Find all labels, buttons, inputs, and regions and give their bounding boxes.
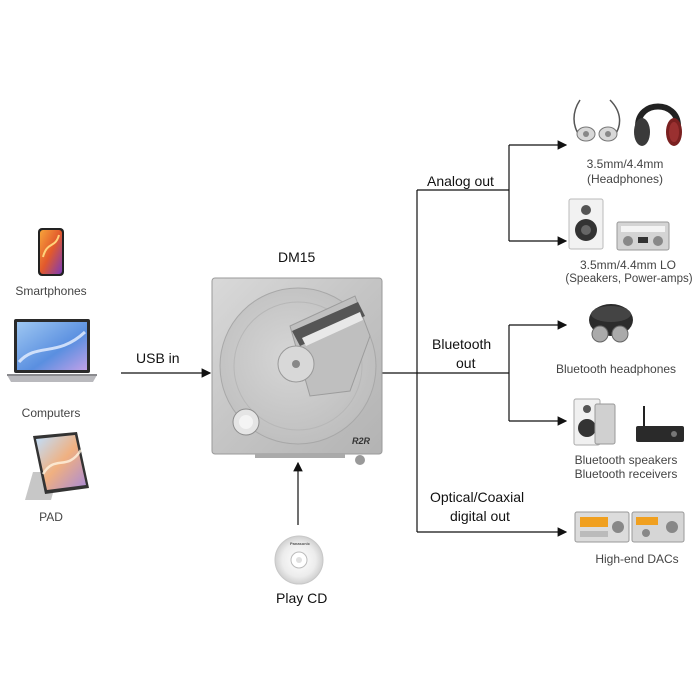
lo-label-1: 3.5mm/4.4mm LO — [579, 258, 677, 272]
amplifier-icon — [616, 221, 670, 251]
speaker-icon — [568, 198, 604, 250]
dac-icon — [574, 511, 685, 543]
dacs-label: High-end DACs — [595, 552, 679, 566]
analog-out-label: Analog out — [427, 173, 494, 189]
bt-speakers-label: Bluetooth speakers — [574, 453, 678, 467]
smartphones-label: Smartphones — [15, 284, 87, 298]
device-title: DM15 — [278, 249, 316, 265]
tablet-icon — [25, 432, 89, 500]
computers-label: Computers — [21, 406, 81, 420]
laptop-icon — [7, 319, 97, 382]
headphones-label-2: (Headphones) — [586, 172, 664, 186]
dm15-device — [211, 277, 383, 465]
usb-in-label: USB in — [136, 350, 180, 366]
bluetooth-out-label-2: out — [456, 355, 476, 371]
bt-headphones-label: Bluetooth headphones — [555, 362, 677, 376]
bluetooth-out-label-1: Bluetooth — [432, 336, 492, 352]
headphones-icon — [634, 103, 682, 146]
headphones-label-1: 3.5mm/4.4mm — [586, 157, 664, 171]
lo-label-2: (Speakers, Power-amps) — [565, 273, 693, 285]
bluetooth-speaker-icon — [573, 398, 616, 446]
optical-out-label-2: digital out — [450, 508, 510, 524]
optical-out-label-1: Optical/Coaxial — [430, 489, 525, 505]
r2r-logo: R2R — [352, 436, 371, 446]
iem-earphones-icon — [573, 99, 621, 142]
pad-label: PAD — [39, 510, 63, 524]
bluetooth-receiver-icon — [636, 406, 684, 442]
cd-brand-text: Panasonic — [290, 541, 311, 546]
play-cd-label: Play CD — [276, 590, 328, 606]
smartphone-icon — [38, 228, 64, 276]
cd-disc-icon — [274, 535, 324, 585]
bt-receivers-label: Bluetooth receivers — [574, 467, 678, 481]
bluetooth-earbuds-icon — [589, 304, 633, 343]
